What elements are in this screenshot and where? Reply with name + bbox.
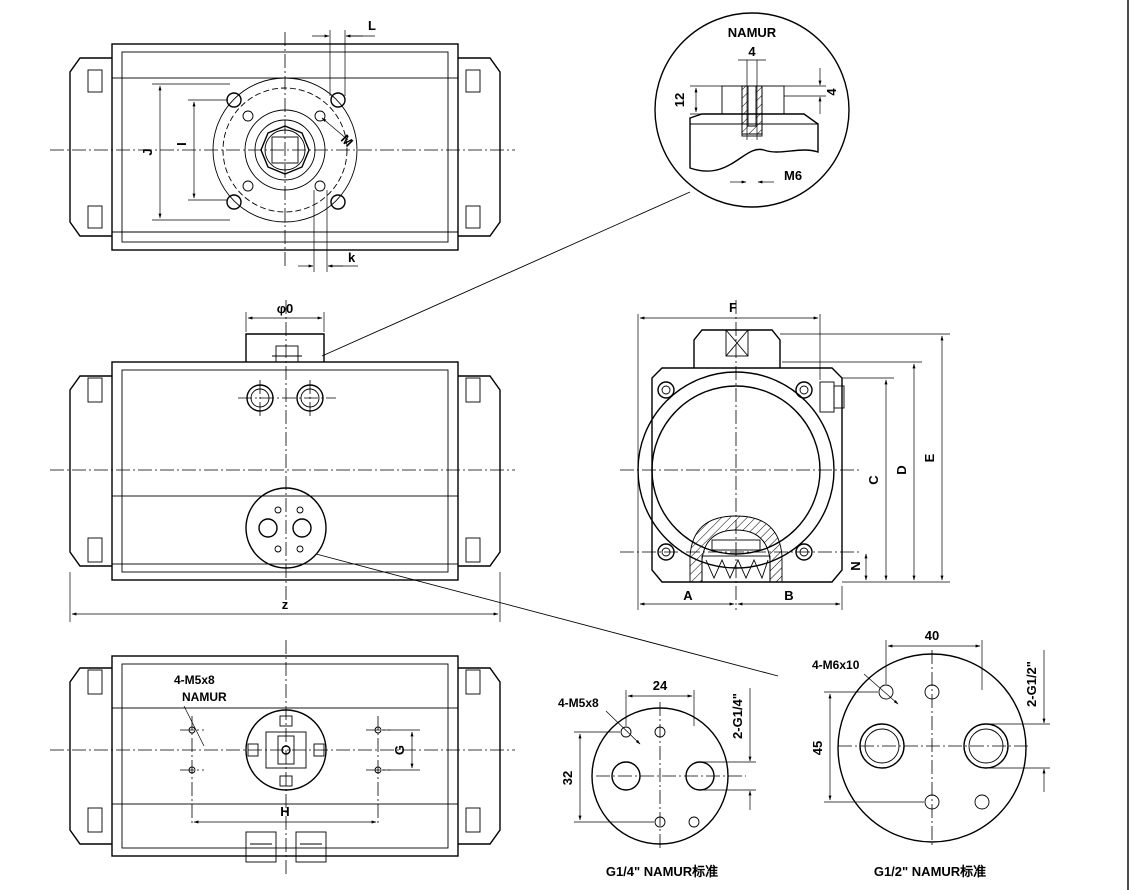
bottom-view: 4-M5x8 NAMUR G H	[50, 640, 515, 876]
flange-quarter-caption: G1/4" NAMUR标准	[606, 864, 718, 879]
flange-half-view: 40 45 2-G1/2" 4-M6x10 G1/2" NAMUR标准	[810, 628, 1050, 879]
side-view: F A B C D E N	[620, 300, 950, 610]
top-right-cap	[458, 57, 501, 237]
dim-label-C: C	[866, 475, 881, 485]
dim-label-D: D	[894, 465, 909, 474]
namur-detail: NAMUR 4 12 4 M6	[321, 12, 850, 357]
dim-label-I: I	[174, 142, 189, 146]
bolt-hole	[330, 92, 346, 108]
dim-label-A: A	[683, 588, 693, 603]
bolt-hole	[226, 92, 242, 108]
top-left-cap	[69, 57, 112, 237]
dim-label-B: B	[784, 588, 793, 603]
flange-half-holes: 4-M6x10	[812, 658, 860, 672]
dim-label-M: M	[338, 132, 356, 150]
bolt-hole	[330, 194, 346, 210]
flange-half-port: 2-G1/2"	[1024, 661, 1039, 707]
side-spring-housing	[689, 515, 783, 583]
dim-label-phi0: φ0	[277, 301, 294, 316]
side-body	[651, 367, 843, 583]
namur-dim-height: 12	[672, 93, 687, 107]
dim-label-J: J	[140, 148, 155, 155]
flange-quarter-dim-v: 32	[560, 771, 575, 785]
bolt-hole	[226, 194, 242, 210]
flange-half-dim-h: 40	[925, 628, 939, 643]
dim-label-E: E	[922, 453, 937, 462]
front-view: φ0 z	[50, 300, 779, 677]
dim-label-L: L	[368, 18, 376, 33]
namur-shaft-section	[741, 85, 763, 135]
bottom-namur-label: NAMUR	[182, 690, 227, 704]
dim-label-k: k	[348, 250, 356, 265]
flange-half-caption: G1/2" NAMUR标准	[874, 864, 986, 879]
namur-thread: M6	[784, 168, 802, 183]
namur-body	[689, 113, 819, 172]
front-spindle	[245, 333, 325, 362]
side-spindle	[693, 329, 781, 368]
flange-quarter-port: 2-G1/4"	[730, 693, 745, 739]
dim-label-F: F	[729, 300, 737, 315]
namur-dim-width: 4	[748, 44, 756, 59]
top-view: J I L M k	[50, 18, 515, 272]
bottom-hole-spec: 4-M5x8	[174, 673, 215, 687]
flange-half-dim-v: 45	[810, 741, 825, 755]
namur-dim-depth: 4	[824, 88, 839, 96]
namur-detail-circle	[654, 12, 850, 208]
dim-label-N: N	[848, 561, 863, 570]
namur-detail-title: NAMUR	[728, 25, 777, 40]
front-body	[111, 361, 459, 581]
bottom-left-cap	[69, 667, 112, 845]
bottom-right-cap	[458, 667, 501, 845]
dim-label-H: H	[280, 804, 289, 819]
front-left-cap	[69, 375, 112, 567]
flange-quarter-dim-h: 24	[653, 678, 668, 693]
flange-quarter-holes: 4-M5x8	[558, 696, 599, 710]
front-right-cap	[458, 375, 501, 567]
dim-label-G: G	[392, 745, 407, 755]
flange-quarter-view: 24 32 2-G1/4" 4-M5x8 G1/4" NAMUR标准	[558, 678, 756, 879]
dim-label-z: z	[282, 597, 289, 612]
